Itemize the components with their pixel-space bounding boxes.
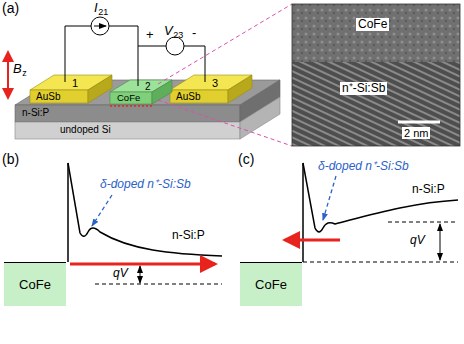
pad-number: 1 bbox=[72, 77, 78, 89]
polarity-sign: + bbox=[146, 28, 154, 42]
panel-label: (b) bbox=[2, 152, 19, 167]
tem-label: n⁺-Si:Sb bbox=[340, 82, 387, 95]
band-diagram-b bbox=[68, 163, 222, 284]
current-symbol: I bbox=[94, 1, 98, 15]
zoom-lines bbox=[158, 4, 292, 146]
region-label: n-Si:P bbox=[172, 229, 205, 242]
polarity-sign: - bbox=[192, 26, 196, 40]
tem-label: CoFe bbox=[356, 18, 389, 31]
electrode-label: CoFe bbox=[19, 277, 51, 292]
metal-electrode-box: CoFe bbox=[4, 262, 66, 306]
layer-label: n-Si:P bbox=[22, 107, 49, 118]
doping-label: δ-doped n⁺-Si:Sb bbox=[100, 178, 191, 191]
metal-electrode-box: CoFe bbox=[240, 262, 302, 306]
field-symbol: B bbox=[13, 62, 22, 76]
energy-label: qV bbox=[113, 267, 128, 280]
energy-label: qV bbox=[410, 234, 425, 247]
voltage-subscript: 23 bbox=[173, 31, 183, 41]
pad-material: CoFe bbox=[117, 93, 140, 103]
panel-label: (c) bbox=[238, 152, 254, 167]
circuit-wires bbox=[65, 17, 205, 86]
layer-label: undoped Si bbox=[60, 124, 111, 135]
current-subscript: 21 bbox=[98, 8, 108, 18]
tem-image bbox=[292, 4, 460, 146]
voltage-symbol: V bbox=[164, 24, 173, 38]
doping-label: δ-doped n⁺-Si:Sb bbox=[318, 160, 409, 173]
field-subscript: z bbox=[22, 69, 27, 79]
field-arrow bbox=[7, 52, 9, 98]
band-diagram-c bbox=[285, 163, 458, 262]
pad-material: AuSb bbox=[36, 91, 60, 102]
pad-number: 2 bbox=[145, 81, 151, 92]
panel-label: (a) bbox=[2, 1, 19, 16]
pad-number: 3 bbox=[212, 77, 218, 89]
contact-pads bbox=[30, 75, 252, 106]
pad-material: AuSb bbox=[176, 91, 200, 102]
scale-bar-label: 2 nm bbox=[402, 127, 430, 139]
region-label: n-Si:P bbox=[412, 183, 445, 196]
electrode-label: CoFe bbox=[255, 277, 287, 292]
